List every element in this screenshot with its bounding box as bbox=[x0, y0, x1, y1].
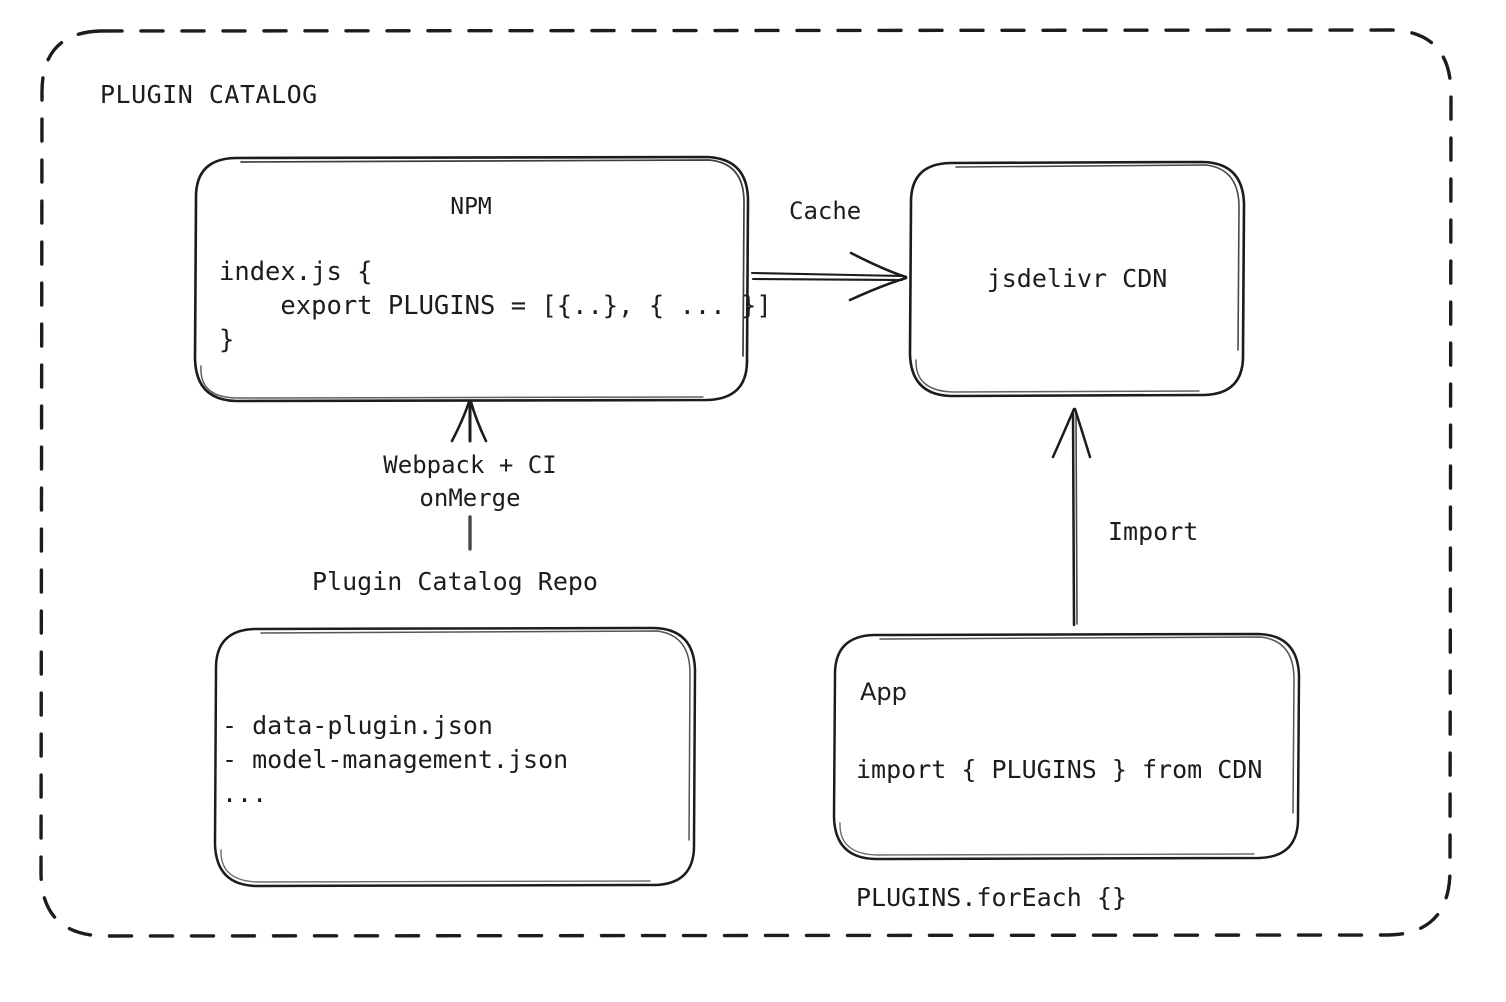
webpack-edge-label: Webpack + CI onMerge bbox=[383, 451, 557, 512]
npm-box-border bbox=[193, 155, 750, 403]
import-arrow-shaft bbox=[1071, 409, 1076, 627]
webpack-arrow-head-left bbox=[450, 400, 471, 443]
cdn-node-title: jsdelivr CDN bbox=[986, 264, 1168, 293]
plugin-catalog-title: PLUGIN CATALOG bbox=[100, 80, 318, 109]
import-arrow-head-right bbox=[1073, 407, 1092, 459]
cache-arrow-line-sketch2 bbox=[751, 277, 904, 282]
cdn-box-border-sketch2 bbox=[955, 164, 1240, 351]
cdn-box-border-sketch3 bbox=[915, 359, 1200, 393]
repo-box-border-sketch3 bbox=[220, 849, 651, 883]
app-node-code: import { PLUGINS } from CDN PLUGINS.forE… bbox=[856, 755, 1263, 912]
cache-arrow-head-lower bbox=[848, 276, 908, 302]
cdn-box-border bbox=[908, 160, 1246, 398]
webpack-arrow-head-right bbox=[469, 400, 488, 443]
app-node-title: App bbox=[860, 678, 907, 706]
repo-node-label: Plugin Catalog Repo bbox=[312, 567, 598, 596]
cache-arrow-line bbox=[750, 271, 905, 278]
app-box-border-sketch2 bbox=[879, 636, 1295, 814]
npm-node-title: NPM bbox=[450, 194, 492, 220]
repo-box-border bbox=[213, 626, 697, 888]
plugin-catalog-container-border bbox=[39, 28, 1453, 938]
cache-edge-label: Cache bbox=[789, 197, 862, 225]
import-arrow-head-left bbox=[1051, 407, 1076, 459]
app-box-border-sketch3 bbox=[839, 822, 1255, 856]
repo-box-border-sketch2 bbox=[260, 630, 691, 841]
npm-box-border-sketch2 bbox=[240, 159, 745, 357]
repo-node-file-list: - data-plugin.json - model-management.js… bbox=[222, 711, 569, 808]
import-edge-label: Import bbox=[1108, 517, 1199, 546]
cache-arrow-head-upper bbox=[849, 251, 908, 279]
import-arrow-shaft-sketch2 bbox=[1075, 411, 1078, 625]
app-box-border bbox=[832, 632, 1301, 861]
npm-node-code: index.js { export PLUGINS = [{..}, { ...… bbox=[219, 257, 772, 355]
npm-box-border-sketch3 bbox=[200, 365, 704, 399]
